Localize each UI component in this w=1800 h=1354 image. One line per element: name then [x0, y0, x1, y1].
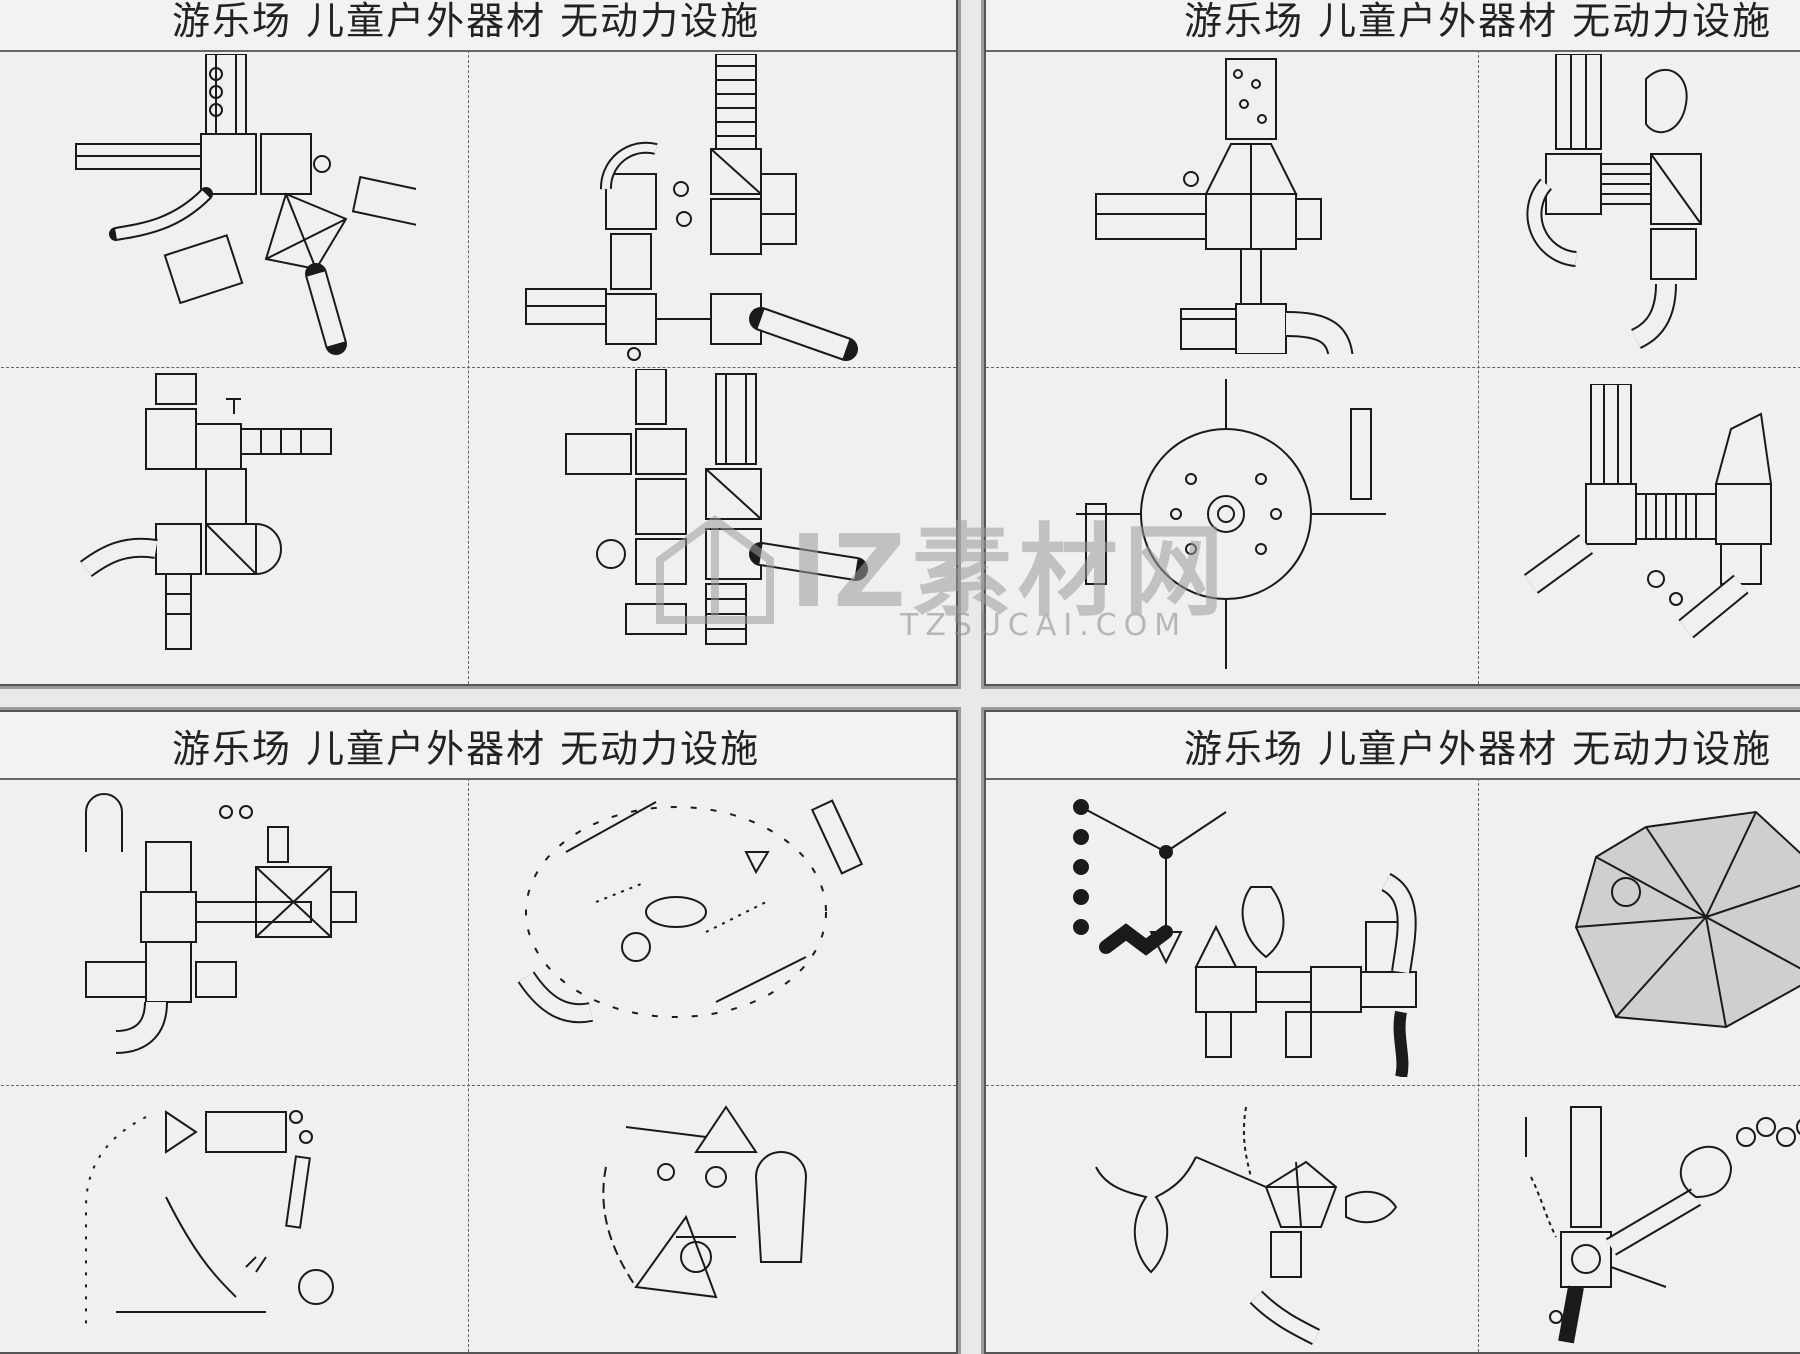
sheet-title: 游乐场 儿童户外器材 无动力设施: [172, 0, 761, 43]
grid-divider-horizontal: [0, 367, 956, 368]
playground-plan-d2: [1526, 797, 1800, 1077]
playground-plan-d3: [1066, 1097, 1466, 1347]
grid-divider-horizontal: [0, 1085, 956, 1086]
grid-divider-vertical: [1478, 778, 1479, 1352]
grid-divider-horizontal: [986, 1085, 1800, 1086]
grid-divider-vertical: [468, 778, 469, 1352]
playground-plan-c2: [506, 787, 906, 1077]
sheet-title: 游乐场 儿童户外器材 无动力设施: [1184, 0, 1773, 43]
sheet-title: 游乐场 儿童户外器材 无动力设施: [1184, 727, 1773, 771]
sheet-title-bar: 游乐场 儿童户外器材 无动力设施: [0, 0, 956, 52]
drawing-sheet-2: 游乐场 儿童户外器材 无动力设施: [984, 0, 1800, 686]
sheet-title-bar: 游乐场 儿童户外器材 无动力设施: [986, 712, 1800, 780]
playground-plan-a4: [556, 369, 906, 679]
playground-plan-c1: [76, 792, 416, 1072]
playground-plan-c4: [556, 1097, 916, 1347]
grid-divider-horizontal: [986, 367, 1800, 368]
playground-plan-d4: [1516, 1097, 1800, 1347]
drawing-sheet-1: 游乐场 儿童户外器材 无动力设施: [0, 0, 958, 686]
sheet-title-bar: 游乐场 儿童户外器材 无动力设施: [0, 712, 956, 780]
playground-plan-d1: [1056, 787, 1456, 1077]
playground-plan-b1: [1086, 54, 1386, 354]
sheet-title-bar: 游乐场 儿童户外器材 无动力设施: [986, 0, 1800, 52]
playground-plan-a2: [516, 54, 916, 364]
drawing-sheet-3: 游乐场 儿童户外器材 无动力设施: [0, 710, 958, 1354]
sheet-title: 游乐场 儿童户外器材 无动力设施: [172, 727, 761, 771]
playground-plan-b3: [1066, 369, 1396, 679]
playground-plan-c3: [76, 1097, 416, 1347]
playground-plan-b4: [1516, 384, 1800, 674]
playground-plan-a1: [56, 54, 416, 364]
drawing-sheet-4: 游乐场 儿童户外器材 无动力设施: [984, 710, 1800, 1354]
playground-plan-b2: [1516, 54, 1800, 354]
playground-plan-a3: [66, 369, 426, 679]
